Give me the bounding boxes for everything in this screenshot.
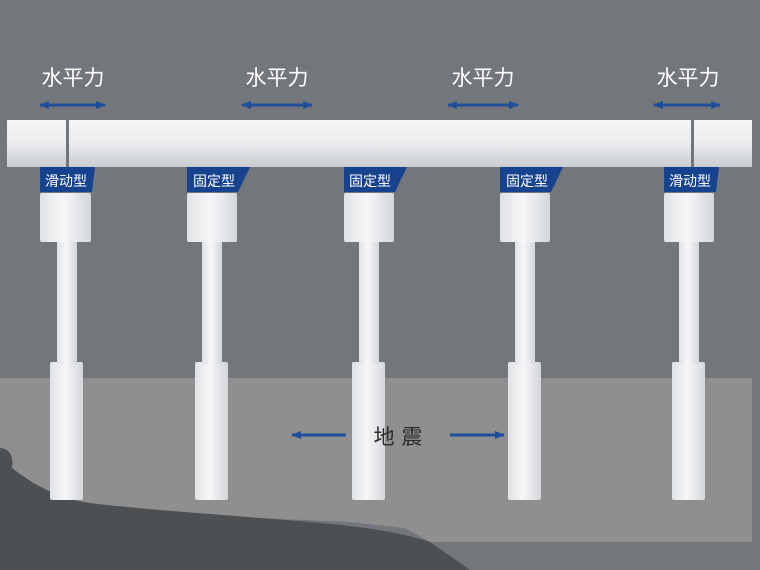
rock-foreground <box>0 448 470 570</box>
force-label-4: 水平力 <box>657 66 720 90</box>
deck-segment-main <box>69 120 691 167</box>
deck-segment-left <box>7 120 66 167</box>
bearing-plate-3 <box>344 167 407 192</box>
bearing-plate-1 <box>40 167 95 192</box>
bearing-label-4: 固定型 <box>506 174 548 190</box>
pier-2 <box>187 193 237 500</box>
bearing-label-5: 滑动型 <box>669 173 711 190</box>
pier-3 <box>344 193 394 500</box>
deck-segment-right <box>694 120 752 167</box>
force-label-3: 水平力 <box>452 66 515 90</box>
bearing-plate-5 <box>664 167 719 192</box>
bearing-plate-4 <box>500 167 563 192</box>
bearing-plate-2 <box>187 167 250 192</box>
bearing-label-3: 固定型 <box>349 174 391 190</box>
force-label-2: 水平力 <box>246 66 309 90</box>
pier-5 <box>664 193 714 500</box>
bearing-label-1: 滑动型 <box>45 173 87 190</box>
force-label-1: 水平力 <box>42 66 105 90</box>
pier-4 <box>500 193 550 500</box>
earthquake-label: 地 震 <box>374 425 423 449</box>
bearing-label-2: 固定型 <box>193 174 235 190</box>
pier-1 <box>40 193 91 500</box>
bridge-deck <box>7 120 752 167</box>
